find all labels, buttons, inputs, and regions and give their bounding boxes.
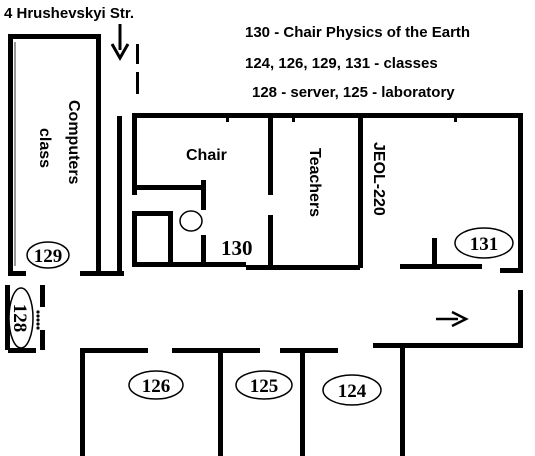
wall	[268, 113, 273, 195]
wall	[132, 185, 206, 190]
wall	[8, 348, 36, 353]
wall	[136, 72, 139, 94]
wall	[518, 113, 523, 273]
wall	[168, 211, 173, 267]
wall	[400, 348, 405, 456]
wall	[132, 113, 523, 118]
wall	[500, 268, 523, 273]
wall	[246, 265, 360, 270]
wall	[518, 290, 523, 348]
street-label: 4 Hrushevskyi Str.	[4, 5, 134, 22]
walls	[5, 34, 523, 456]
wall	[172, 348, 260, 353]
room-badge-124	[322, 374, 382, 406]
room-label-teachers: Teachers	[306, 148, 323, 217]
wall	[40, 330, 45, 350]
wall	[5, 285, 10, 350]
room-label-chair: Chair	[186, 147, 227, 164]
legend-line-3: 128 - server, 125 - laboratory	[252, 84, 455, 101]
room-number-130: 130	[221, 236, 253, 260]
wall	[300, 348, 305, 456]
room-badge-131	[454, 227, 514, 259]
room-badge-125	[235, 370, 293, 400]
wall	[80, 348, 148, 353]
wall	[8, 271, 26, 276]
room-number-131: 131	[470, 234, 499, 255]
sink-icon	[179, 210, 203, 232]
wall	[373, 343, 523, 348]
room-badge-129	[26, 241, 70, 269]
wall	[80, 271, 124, 276]
wall	[201, 235, 206, 267]
wall	[132, 211, 137, 267]
wall	[80, 348, 85, 456]
server-dots	[36, 310, 40, 330]
wall	[8, 34, 13, 276]
wall	[218, 348, 223, 456]
room-badge-128	[8, 287, 34, 349]
room-badge-126	[128, 370, 184, 400]
legend-line-2: 124, 126, 129, 131 - classes	[245, 55, 438, 72]
legend-line-1: 130 - Chair Physics of the Earth	[245, 24, 470, 41]
wall	[358, 113, 363, 268]
room-number-125: 125	[250, 376, 279, 397]
wall	[432, 238, 437, 268]
room-label-class: class	[36, 128, 53, 168]
room-number-128: 128	[9, 304, 30, 333]
wall	[201, 180, 206, 210]
wall	[132, 262, 246, 267]
right-arrow-icon	[436, 310, 469, 328]
wall	[280, 348, 338, 353]
wall	[400, 264, 482, 269]
entrance-arrow-icon	[110, 24, 130, 62]
wall	[8, 34, 100, 39]
wall	[132, 113, 137, 195]
room-label-computers: Computers	[65, 100, 82, 185]
wall	[136, 44, 139, 64]
wall	[132, 211, 172, 216]
room-label-jeol: JEOL-220	[370, 142, 387, 216]
room-number-129: 129	[34, 246, 63, 267]
wall	[96, 34, 101, 276]
door-notch	[226, 116, 457, 122]
wall	[268, 215, 273, 270]
window	[14, 42, 16, 266]
wall	[117, 116, 122, 276]
room-number-126: 126	[142, 376, 171, 397]
room-number-124: 124	[338, 381, 367, 402]
wall	[40, 285, 45, 307]
